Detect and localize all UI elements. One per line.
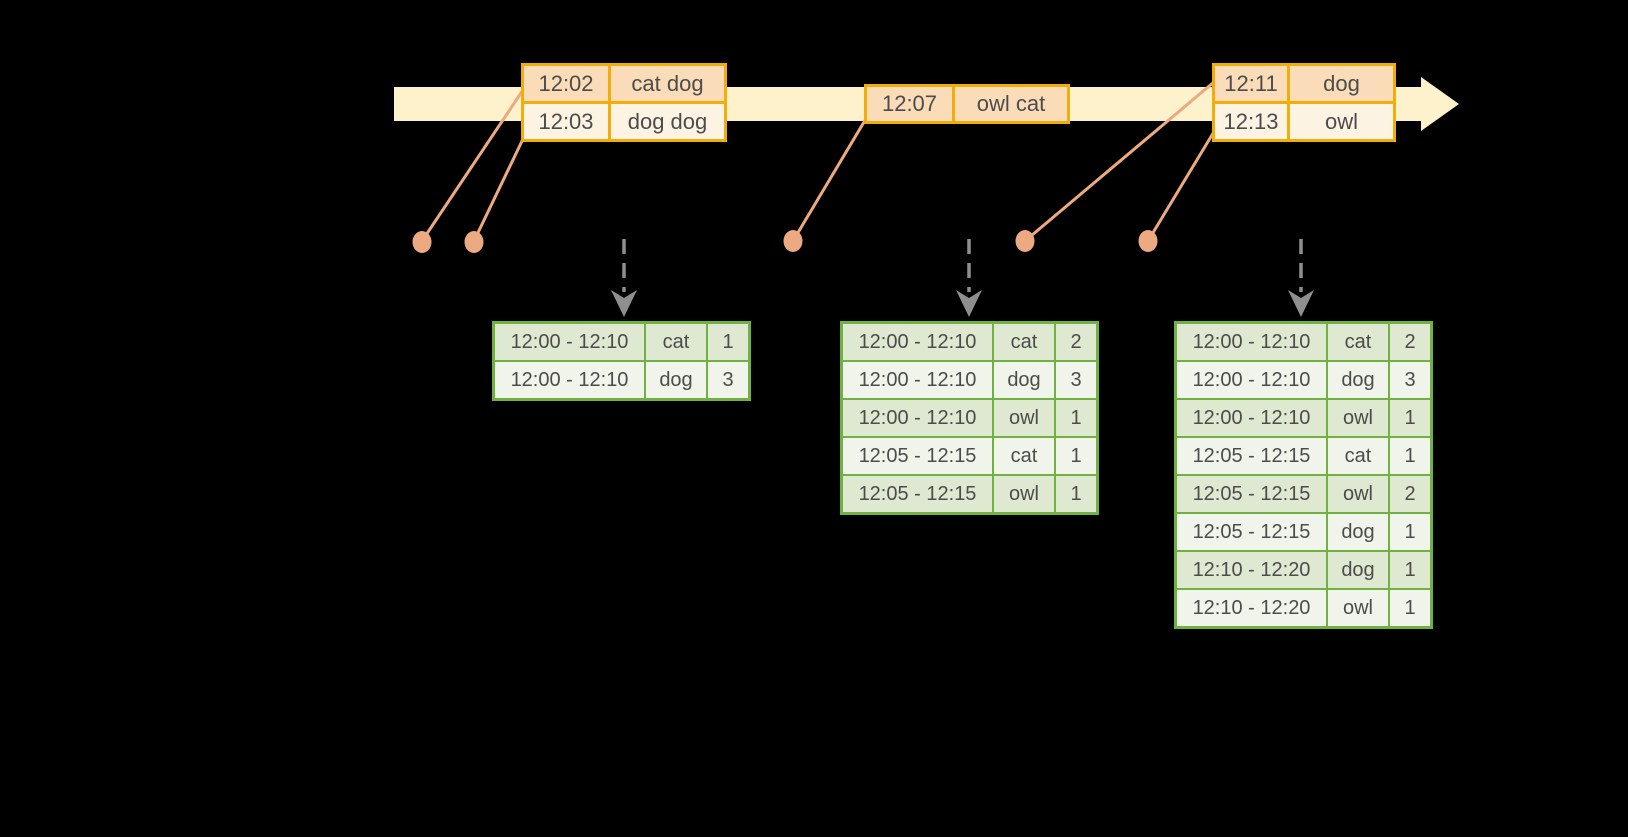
table-cell: 12:05 - 12:15 <box>843 476 992 512</box>
table-cell: 2 <box>1056 324 1096 360</box>
event-dot <box>464 231 484 253</box>
table-cell: 12:05 - 12:15 <box>1177 438 1326 474</box>
connector-line <box>472 137 525 243</box>
table-cell: 2 <box>1390 324 1430 360</box>
table-cell: 3 <box>708 362 748 398</box>
table-cell: 12:05 - 12:15 <box>1177 514 1326 550</box>
table-cell: 1 <box>1390 552 1430 588</box>
event-dot <box>1015 230 1035 252</box>
table-cell: 12:00 - 12:10 <box>843 324 992 360</box>
table-cell: 12:00 - 12:10 <box>495 324 644 360</box>
table-cell: cat <box>1328 324 1388 360</box>
table-cell: 1 <box>1390 438 1430 474</box>
trigger-arrowhead-icon <box>1288 290 1314 317</box>
table-cell: owl <box>1328 590 1388 626</box>
table-cell: dog <box>1328 514 1388 550</box>
table-cell: 12:00 - 12:10 <box>1177 400 1326 436</box>
trigger-arrowhead-icon <box>611 290 637 317</box>
table-cell: dog dog <box>611 104 724 139</box>
table-cell: 2 <box>1390 476 1430 512</box>
table-cell: 12:00 - 12:10 <box>1177 362 1326 398</box>
table-cell: 1 <box>1056 476 1096 512</box>
table-cell: 12:00 - 12:10 <box>843 362 992 398</box>
table-cell: 12:00 - 12:10 <box>1177 324 1326 360</box>
table-cell: 12:05 - 12:15 <box>843 438 992 474</box>
table-cell: 12:10 - 12:20 <box>1177 552 1326 588</box>
table-cell: 1 <box>708 324 748 360</box>
table-cell: 1 <box>1056 438 1096 474</box>
table-cell: 12:05 - 12:15 <box>1177 476 1326 512</box>
table-cell: 12:02 <box>524 66 608 101</box>
table-cell: cat <box>994 438 1054 474</box>
connector-line <box>1023 80 1216 243</box>
table-cell: owl <box>1328 400 1388 436</box>
table-cell: owl <box>994 476 1054 512</box>
table-cell: 12:13 <box>1215 104 1287 139</box>
table-cell: 12:03 <box>524 104 608 139</box>
trigger-arrowhead-icon <box>956 290 982 317</box>
table-cell: 1 <box>1390 514 1430 550</box>
table-cell: 3 <box>1390 362 1430 398</box>
table-cell: 12:07 <box>867 87 952 121</box>
connector-line <box>420 88 525 243</box>
table-cell: owl <box>994 400 1054 436</box>
event-dot <box>412 231 432 253</box>
table-cell: 1 <box>1390 590 1430 626</box>
table-cell: dog <box>994 362 1054 398</box>
table-cell: 3 <box>1056 362 1096 398</box>
table-cell: 1 <box>1390 400 1430 436</box>
event-dot <box>1138 230 1158 252</box>
table-cell: owl <box>1328 476 1388 512</box>
table-cell: dog <box>1290 66 1393 101</box>
table-cell: dog <box>1328 552 1388 588</box>
connector-line <box>1146 128 1217 243</box>
table-cell: cat <box>646 324 706 360</box>
event-dot <box>783 230 803 252</box>
table-cell: cat dog <box>611 66 724 101</box>
connector-line <box>791 115 869 243</box>
table-cell: owl cat <box>955 87 1067 121</box>
table-cell: 12:11 <box>1215 66 1287 101</box>
table-cell: dog <box>646 362 706 398</box>
table-cell: owl <box>1290 104 1393 139</box>
table-cell: 12:00 - 12:10 <box>495 362 644 398</box>
timeline-arrowhead-icon <box>1421 77 1459 131</box>
table-cell: dog <box>1328 362 1388 398</box>
table-cell: 1 <box>1056 400 1096 436</box>
table-cell: cat <box>1328 438 1388 474</box>
table-cell: cat <box>994 324 1054 360</box>
table-cell: 12:10 - 12:20 <box>1177 590 1326 626</box>
table-cell: 12:00 - 12:10 <box>843 400 992 436</box>
